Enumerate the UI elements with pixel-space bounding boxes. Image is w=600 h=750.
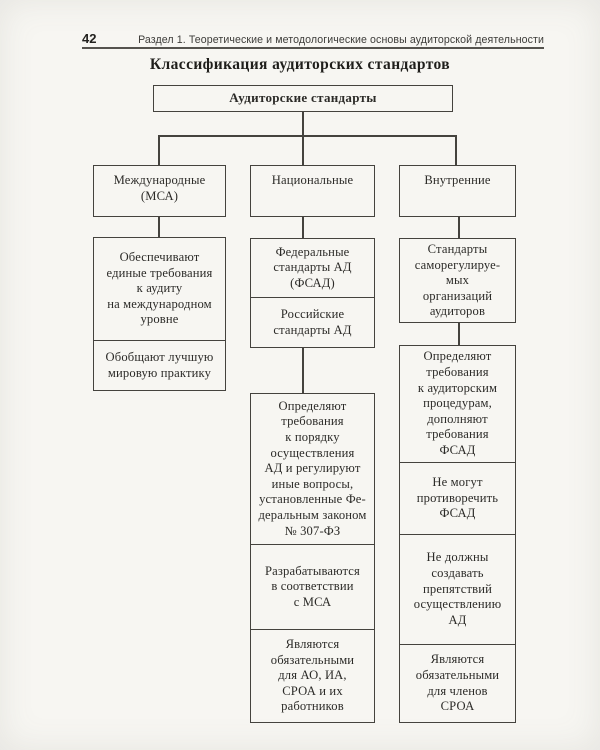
national-properties-column: Определяют требования к порядку осуществ… bbox=[250, 393, 375, 723]
cell-internal-procedures: Определяют требования к аудиторским проц… bbox=[417, 349, 498, 458]
cell-national-mandatory: Являются обязательными для АО, ИА, СРОА … bbox=[251, 629, 374, 722]
root-box-audit-standards: Аудиторские стандарты bbox=[153, 85, 453, 112]
connector-branch-bar bbox=[158, 135, 456, 137]
connector-international-down bbox=[158, 217, 160, 237]
branch-box-internal: Внутренние bbox=[399, 165, 516, 217]
cell-internal-sro: Стандарты саморегулируе- мых организаций… bbox=[414, 242, 501, 319]
connector-root-down bbox=[302, 112, 304, 135]
header-rule bbox=[82, 47, 544, 49]
internal-types-column: Стандарты саморегулируе- мых организаций… bbox=[399, 238, 516, 323]
cell-internal-no-contradiction: Не могут противоречить ФСАД bbox=[400, 462, 515, 534]
international-column: Обеспечивают единые требования к аудиту … bbox=[93, 237, 226, 391]
cell-international-scope: Обеспечивают единые требования к аудиту … bbox=[106, 249, 213, 327]
branch-box-national: Национальные bbox=[250, 165, 375, 217]
connector-stub-international bbox=[158, 135, 160, 165]
connector-internal-down bbox=[458, 217, 460, 238]
connector-stub-national bbox=[302, 135, 304, 165]
connector-national-mid bbox=[302, 348, 304, 393]
page-header: 42 Раздел 1. Теоретические и методологич… bbox=[82, 31, 544, 46]
national-types-column: Федеральные стандарты АД (ФСАД) Российск… bbox=[250, 238, 375, 348]
cell-national-law: Определяют требования к порядку осуществ… bbox=[258, 398, 367, 538]
running-head: Раздел 1. Теоретические и методологическ… bbox=[138, 34, 544, 46]
internal-properties-column: Определяют требования к аудиторским проц… bbox=[399, 345, 516, 723]
connector-national-down bbox=[302, 217, 304, 238]
cell-internal-mandatory: Являются обязательными для членов СРОА bbox=[400, 644, 515, 722]
connector-stub-internal bbox=[455, 135, 457, 165]
cell-internal-no-obstacles: Не должны создавать препятствий осуществ… bbox=[400, 534, 515, 644]
page-number: 42 bbox=[82, 31, 97, 46]
cell-national-fsad: Федеральные стандарты АД (ФСАД) bbox=[273, 244, 352, 290]
connector-internal-mid bbox=[458, 323, 460, 345]
cell-national-msa: Разрабатываются в соответствии с МСА bbox=[251, 544, 374, 629]
cell-international-practice: Обобщают лучшую мировую практику bbox=[94, 340, 225, 390]
branch-box-international: Международные (МСА) bbox=[93, 165, 226, 217]
cell-national-russian: Российские стандарты АД bbox=[251, 297, 374, 347]
page-title: Классификация аудиторских стандартов bbox=[149, 56, 451, 73]
